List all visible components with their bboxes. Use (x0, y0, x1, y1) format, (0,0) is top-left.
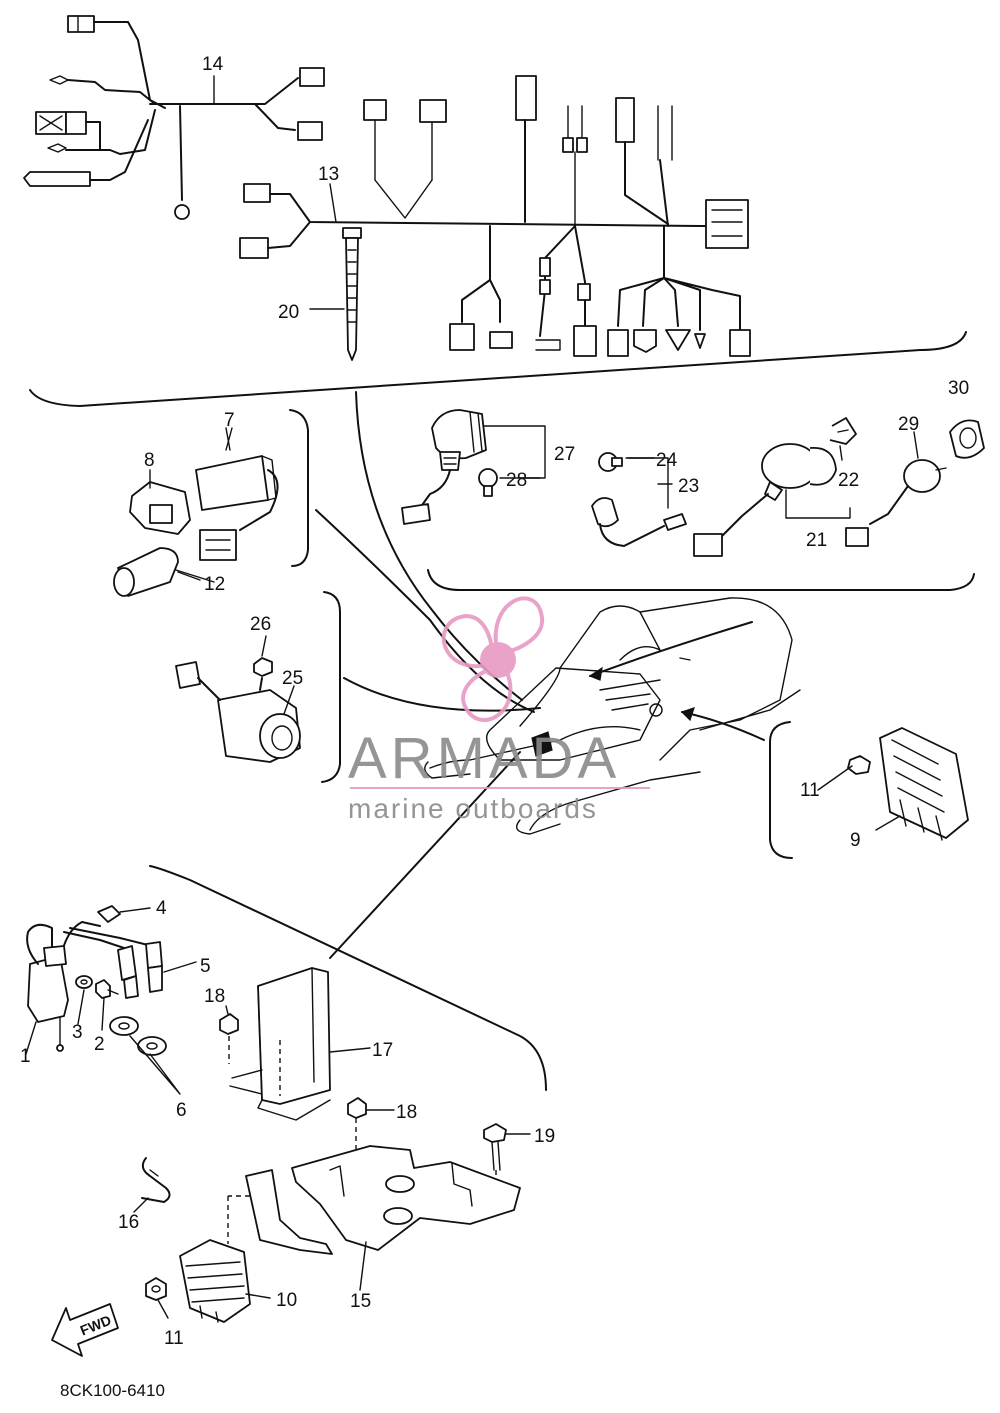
callout-6: 6 (176, 1100, 187, 1121)
part-17-cover (229, 967, 331, 1121)
part-16-clip (141, 1157, 171, 1203)
leader-line-d (589, 621, 753, 677)
callout-13: 13 (318, 164, 339, 185)
callout-leaders (25, 75, 901, 1319)
part-9-regulator (879, 727, 969, 841)
callout-14: 14 (202, 54, 224, 75)
part-11-nut-lower (145, 1277, 167, 1301)
cable-tie-20 (309, 227, 362, 361)
callout-7: 7 (224, 410, 235, 431)
watermark-brand: ARMADA (348, 726, 620, 791)
callout-12: 12 (204, 574, 225, 595)
part-29-knob (845, 431, 947, 547)
part-22-clip (829, 417, 857, 461)
group-divider-top (29, 331, 967, 407)
part-8-socket (129, 469, 191, 535)
callout-8: 8 (144, 450, 155, 471)
callout-4: 4 (156, 898, 167, 919)
callout-9: 9 (850, 830, 861, 851)
callout-10: 10 (276, 1290, 297, 1311)
bracket-panel-d (769, 721, 793, 859)
callout-17: 17 (372, 1040, 393, 1061)
callout-15: 15 (350, 1291, 371, 1312)
propeller-logo-icon (441, 596, 545, 722)
diagram-code: 8CK100-6410 (60, 1381, 165, 1400)
part-11-nut-upper (847, 755, 871, 775)
callout-24: 24 (656, 450, 678, 471)
callout-29: 29 (898, 414, 919, 435)
callout-3: 3 (72, 1022, 83, 1043)
callout-5: 5 (200, 956, 211, 977)
part-6-grommets (109, 1016, 167, 1056)
callout-11: 11 (800, 780, 820, 801)
bracket-panel-a (289, 409, 309, 567)
armada-watermark: ARMADA marine outboards (348, 596, 650, 824)
callout-2: 2 (94, 1034, 105, 1055)
callout-26: 26 (250, 614, 271, 635)
part-30-ring (949, 419, 985, 459)
leader-line-f (329, 751, 521, 959)
part-27-socket (401, 409, 546, 525)
part-18-nut-lower (347, 1097, 367, 1150)
wire-harness-14 (23, 15, 325, 220)
part-10-regulator (179, 1239, 251, 1323)
part-24-bulb (598, 452, 623, 472)
part-26-nut (253, 657, 273, 677)
watermark-tagline: marine outboards (348, 793, 598, 824)
callout-18: 18 (204, 986, 225, 1007)
callout-25: 25 (282, 668, 303, 689)
callout-16: 16 (118, 1212, 139, 1233)
callout-27: 27 (554, 444, 575, 465)
part-18-nut-upper (219, 1013, 239, 1064)
fwd-arrow-icon: FWD (51, 1303, 119, 1357)
bracket-panel-c (321, 591, 341, 783)
connector-7-plug (199, 529, 237, 561)
callout-numbers: 1234567891011111213141516171818192021222… (20, 54, 969, 1349)
callout-1: 1 (20, 1046, 31, 1067)
part-12-cylinder (113, 547, 201, 597)
wire-harness-13 (239, 75, 751, 357)
part-3-washer (75, 975, 93, 989)
part-5-plug-caps (63, 927, 163, 999)
leader-line-c (343, 677, 541, 712)
callout-21: 21 (806, 530, 827, 551)
callout-11: 11 (164, 1328, 184, 1349)
callout-30: 30 (948, 378, 969, 399)
callout-18: 18 (396, 1102, 417, 1123)
part-15-bracket (227, 1145, 521, 1255)
callout-23: 23 (678, 476, 699, 497)
leader-line-e (681, 711, 765, 741)
bracket-panel-b (427, 569, 975, 591)
snowmobile-body (424, 597, 801, 835)
part-21-switch (693, 443, 851, 557)
part-28-bulb (478, 468, 498, 497)
part-25-switch (175, 661, 301, 763)
callout-22: 22 (838, 470, 859, 491)
callout-20: 20 (278, 302, 299, 323)
leader-line-b (315, 509, 535, 713)
group-divider-bottom (149, 865, 547, 1091)
part-7-unit (195, 427, 279, 531)
part-2-bolt (95, 979, 119, 999)
callout-19: 19 (534, 1126, 555, 1147)
part-1-coil (26, 921, 101, 1052)
part-4-cap (97, 905, 121, 923)
callout-28: 28 (506, 470, 527, 491)
